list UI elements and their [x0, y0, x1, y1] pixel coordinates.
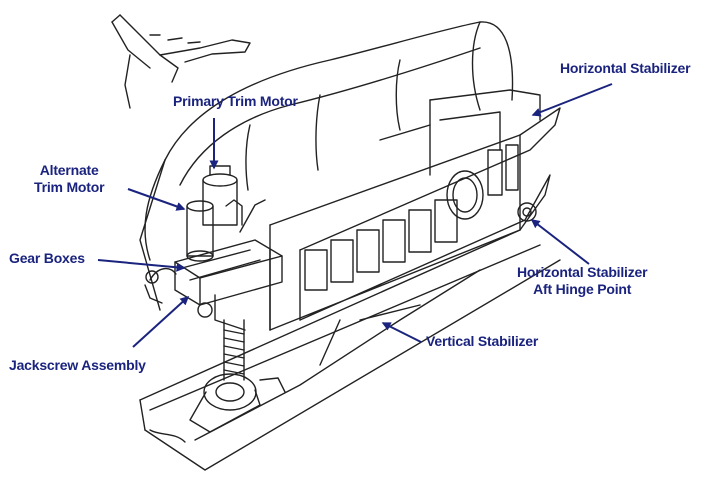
- leader-jackscrew-assembly: [132, 295, 190, 348]
- label-primary-trim-motor: Primary Trim Motor: [173, 93, 298, 109]
- horizontal-stabilizer-outline: [111, 14, 251, 109]
- label-hinge-point-line-2: Aft Hinge Point: [533, 281, 632, 297]
- label-jackscrew-assembly: Jackscrew Assembly: [9, 357, 146, 373]
- trim-motor-assembly: [186, 165, 266, 262]
- label-horizontal-stabilizer: Horizontal Stabilizer: [560, 60, 691, 76]
- label-gear-boxes: Gear Boxes: [9, 250, 85, 266]
- leader-horizontal-stabilizer: [531, 83, 613, 117]
- leader-hinge-point: [530, 219, 590, 265]
- leader-alternate-trim-motor: [127, 188, 186, 211]
- label-alternate-trim-motor-line-2: Trim Motor: [34, 179, 105, 195]
- label-vertical-stabilizer: Vertical Stabilizer: [426, 333, 539, 349]
- label-hinge-point-line-1: Horizontal Stabilizer: [517, 264, 648, 280]
- fin-cap-fairing: [139, 21, 514, 311]
- jackscrew-assembly: [189, 319, 286, 433]
- label-alternate-trim-motor: Alternate Trim Motor: [34, 162, 105, 196]
- vertical-stabilizer-structure: [139, 229, 561, 471]
- leader-gear-boxes: [97, 259, 186, 272]
- label-alternate-trim-motor-line-1: Alternate: [39, 162, 99, 178]
- label-hinge-point: Horizontal Stabilizer Aft Hinge Point: [517, 264, 648, 298]
- stabilizer-box: [269, 89, 561, 331]
- leader-vertical-stabilizer: [381, 322, 422, 343]
